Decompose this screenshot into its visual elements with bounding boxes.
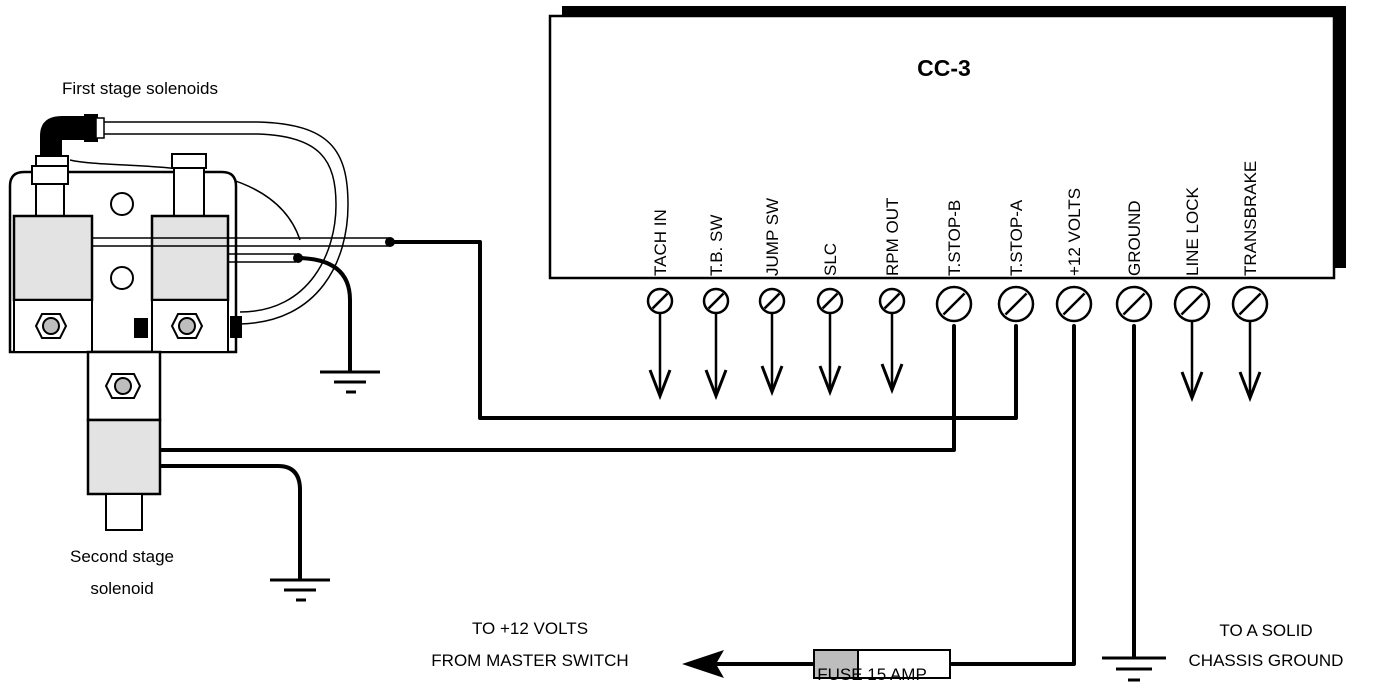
terminal-label-slc: SLC [821, 243, 840, 276]
terminal-label-tach-in: TACH IN [651, 209, 670, 276]
terminal-label-t-b-sw: T.B. SW [707, 215, 726, 276]
terminal-strip: TACH IN T.B. SW JUMP SW SLC RPM OUT T.STOP-B T… [646, 161, 1269, 403]
terminal-label-t-stop-a: T.STOP-A [1007, 199, 1026, 276]
terminal-label-transbrake: TRANSBRAKE [1241, 161, 1260, 276]
terminal-arrow-transbrake [1238, 321, 1262, 403]
terminal-screw-t-b-sw [702, 287, 730, 315]
terminal-screw-transbrake [1231, 285, 1269, 323]
terminal-label-line-lock: LINE LOCK [1183, 187, 1202, 276]
terminal-arrow-t-b-sw [704, 313, 728, 401]
terminal-screw-rpm-out [878, 287, 906, 315]
terminal-label-12-volts: +12 VOLTS [1065, 188, 1084, 276]
fuse-label: FUSE 15 AMP [817, 665, 927, 684]
terminal-arrow-line-lock [1180, 321, 1204, 403]
second-stage-label-line2: solenoid [90, 579, 153, 598]
power-source-label-line1: TO +12 VOLTS [472, 619, 588, 638]
first-stage-label: First stage solenoids [62, 79, 218, 98]
terminal-arrow-rpm-out [880, 313, 904, 395]
power-source-label-line2: FROM MASTER SWITCH [431, 651, 628, 670]
terminal-screw-tach-in [646, 287, 674, 315]
terminal-label-rpm-out: RPM OUT [883, 198, 902, 276]
ground-symbol-chassis [1102, 656, 1166, 682]
terminal-arrow-slc [818, 313, 842, 397]
terminal-screw-t-stop-b [935, 285, 973, 323]
wires [92, 237, 1136, 678]
controller-title: CC-3 [917, 55, 971, 81]
terminal-arrow-tach-in [648, 313, 672, 401]
first-stage-solenoids [8, 114, 349, 354]
ground-symbol-second-stage [270, 578, 330, 602]
terminal-screw-ground [1115, 285, 1153, 323]
terminal-label-t-stop-b: T.STOP-B [945, 200, 964, 276]
terminal-screw-t-stop-a [997, 285, 1035, 323]
second-stage-label-line1: Second stage [70, 547, 174, 566]
cc3-controller: CC-3 [548, 6, 1346, 280]
ground-symbol-first-stage [320, 370, 380, 394]
terminal-screw-jump-sw [758, 287, 786, 315]
terminal-screw-slc [816, 287, 844, 315]
second-stage-solenoid [86, 350, 162, 531]
fuse [813, 649, 951, 679]
terminal-label-ground: GROUND [1125, 200, 1144, 276]
chassis-ground-label-line2: CHASSIS GROUND [1189, 651, 1344, 670]
terminal-arrow-jump-sw [760, 313, 784, 397]
chassis-ground-label-line1: TO A SOLID [1219, 621, 1312, 640]
terminal-screw-12-volts [1055, 285, 1093, 323]
terminal-screw-line-lock [1173, 285, 1211, 323]
terminal-label-jump-sw: JUMP SW [763, 198, 782, 276]
